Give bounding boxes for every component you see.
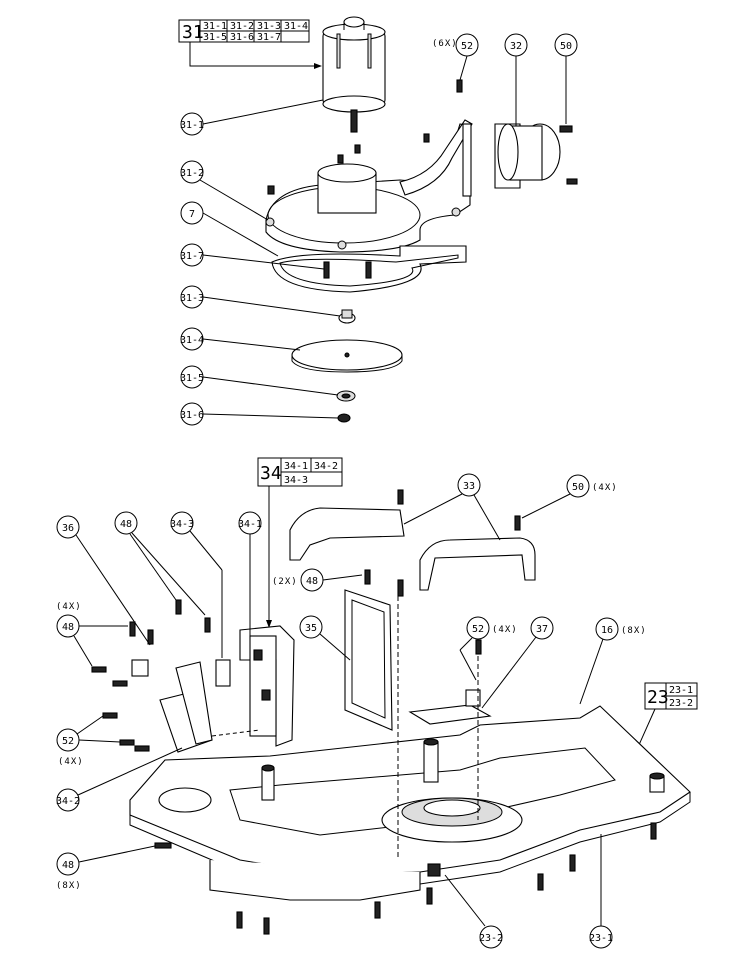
- filter-plate-part: [344, 579, 404, 731]
- callout-31-6: 31-6: [180, 402, 339, 426]
- callout-36: 36: [56, 515, 151, 646]
- blower-housing-part: [265, 119, 473, 253]
- callout-id: 50: [572, 482, 584, 493]
- callout-id: 31-1: [180, 120, 204, 131]
- callout-id: 34-3: [170, 519, 194, 530]
- group-box-23: 23 23-1 23-2: [628, 682, 698, 768]
- callout-31-5: 31-5: [180, 365, 339, 396]
- callout-52-upper: 52 (6X): [432, 33, 479, 93]
- callout-qty: (8X): [56, 881, 82, 891]
- cover-part: [289, 489, 536, 591]
- callout-48-bottom: 48 (8X): [56, 845, 156, 891]
- callout-id: 31-5: [180, 373, 204, 384]
- callout-37: 37: [481, 616, 554, 709]
- base-screws-part: [154, 822, 657, 935]
- control-module-part: [91, 599, 295, 753]
- outlet-duct-part: [494, 123, 578, 189]
- group-23-sub-label: 23-1: [669, 685, 693, 696]
- callout-31-7: 31-7: [180, 243, 325, 270]
- group-31-main-label: 31: [182, 22, 204, 43]
- bracket-part: [408, 639, 492, 725]
- callout-33: 33: [403, 473, 501, 541]
- callout-id: 7: [189, 209, 195, 220]
- callout-qty: (6X): [432, 39, 458, 49]
- callout-id: 50: [560, 41, 572, 52]
- callout-id: 48: [62, 622, 74, 633]
- group-31-sub-label: 31-5: [203, 32, 227, 43]
- callout-id: 32: [510, 41, 522, 52]
- callout-id: 33: [463, 481, 475, 492]
- washer-part: [336, 390, 356, 402]
- callout-7: 7: [180, 201, 279, 257]
- callout-34-3: 34-3: [170, 511, 223, 658]
- callout-34-2: 34-2: [56, 747, 183, 812]
- callout-31-4: 31-4: [180, 327, 301, 351]
- callout-id: 48: [120, 519, 132, 530]
- callout-50-upper: 50: [554, 33, 578, 124]
- callout-qty: (4X): [592, 483, 618, 493]
- callout-52-right: 52 (4X): [459, 616, 518, 681]
- callout-id: 34-1: [238, 519, 262, 530]
- callout-50-lower: 50 (4X): [521, 474, 618, 519]
- group-31-sub-label: 31-7: [257, 32, 281, 43]
- callout-52-left: 52 (4X): [56, 715, 121, 767]
- group-23-main-label: 23: [647, 687, 669, 708]
- callout-48-mid: 48 (2X): [272, 568, 363, 592]
- callout-31-3: 31-3: [180, 285, 341, 317]
- group-34-sub-label: 34-2: [314, 461, 338, 472]
- nut-small-part: [337, 413, 351, 423]
- callout-31-2: 31-2: [180, 160, 269, 221]
- callout-31-1: 31-1: [180, 99, 324, 136]
- callout-qty: (4X): [492, 625, 518, 635]
- callout-qty: (4X): [58, 757, 84, 767]
- callout-qty: (4X): [56, 602, 82, 612]
- group-31-sub-label: 31-1: [203, 21, 227, 32]
- group-34-sub-label: 34-1: [284, 461, 308, 472]
- callout-id: 31-7: [180, 251, 204, 262]
- callout-id: 31-6: [180, 410, 204, 421]
- impeller-disc-part: [291, 339, 403, 373]
- callout-23-2: 23-2: [444, 874, 503, 949]
- group-31-sub-label: 31-2: [230, 21, 254, 32]
- group-23-sub-label: 23-2: [669, 698, 693, 709]
- callout-16: 16 (8X): [579, 617, 647, 705]
- callout-id: 37: [536, 624, 548, 635]
- callout-id: 48: [62, 860, 74, 871]
- callout-48-top: 48: [114, 511, 206, 616]
- callout-id: 23-2: [479, 933, 503, 944]
- motor-part: [322, 16, 386, 133]
- group-box-34: 34 34-1 34-2 34-3: [257, 457, 343, 628]
- callout-qty: (2X): [272, 577, 298, 587]
- callout-id: 31-4: [180, 335, 204, 346]
- group-box-31: 31 31-1 31-2 31-3 31-4 31-5 31-6 31-7: [178, 19, 322, 69]
- callout-32: 32: [504, 33, 528, 126]
- group-31-sub-label: 31-3: [257, 21, 281, 32]
- callout-id: 48: [306, 576, 318, 587]
- group-34-sub-label: 34-3: [284, 475, 308, 486]
- callout-35: 35: [299, 615, 351, 661]
- group-34-main-label: 34: [260, 463, 282, 484]
- nut-part: [338, 309, 356, 324]
- callout-id: 52: [62, 736, 74, 747]
- callout-id: 36: [62, 523, 74, 534]
- callout-34-1: 34-1: [238, 511, 262, 636]
- callout-id: 34-2: [56, 796, 80, 807]
- callout-id: 16: [601, 625, 613, 636]
- callout-id: 23-1: [589, 933, 613, 944]
- group-31-sub-label: 31-6: [230, 32, 254, 43]
- callout-id: 52: [461, 41, 473, 52]
- callout-id: 31-3: [180, 293, 204, 304]
- callout-id: 31-2: [180, 168, 204, 179]
- callout-48-left: 48 (4X): [56, 602, 128, 667]
- screw-pair-part: [323, 261, 372, 279]
- group-31-sub-label: 31-4: [284, 21, 308, 32]
- callout-id: 35: [305, 623, 317, 634]
- base-plate-part: [129, 705, 691, 901]
- callout-qty: (8X): [621, 626, 647, 636]
- callout-id: 52: [472, 624, 484, 635]
- callout-23-1: 23-1: [589, 834, 613, 949]
